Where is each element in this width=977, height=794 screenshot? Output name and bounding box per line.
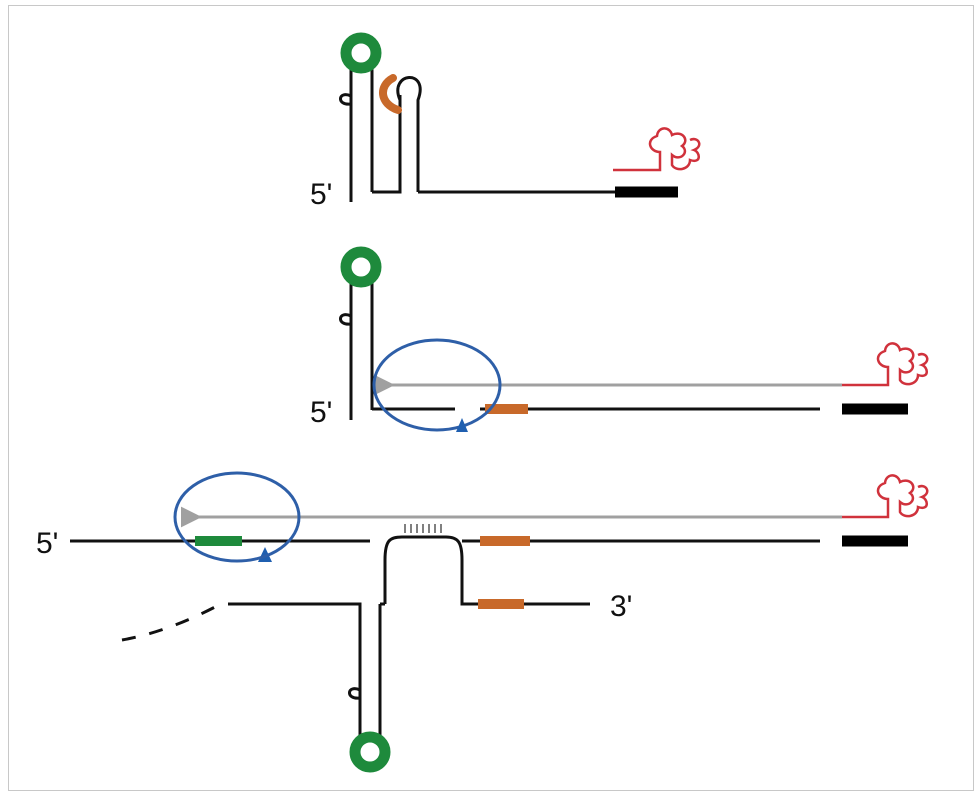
- cut-site-marker: [456, 418, 468, 432]
- five-prime-label: 5': [36, 527, 58, 560]
- lower-strand: [383, 535, 590, 606]
- panel-1: 5': [310, 32, 701, 211]
- hairpin-stem-right: [396, 76, 422, 192]
- blue-highlight-circle: [372, 338, 502, 432]
- green-loop: [340, 246, 382, 288]
- blue-highlight-circle: [173, 471, 301, 563]
- trna-cloverleaf-icon: [842, 342, 929, 387]
- green-loop: [340, 32, 382, 74]
- trna-cloverleaf-icon: [613, 127, 701, 172]
- three-prime-label: 3': [610, 590, 632, 623]
- trna-cloverleaf-icon: [842, 474, 929, 519]
- figure-frame: [8, 5, 974, 791]
- green-loop: [349, 731, 391, 773]
- stem-bulge: [339, 313, 352, 326]
- five-prime-label: 5': [310, 396, 332, 429]
- stem-bulge: [348, 687, 361, 700]
- base-pairing-ticks: [404, 524, 442, 533]
- lower-strand-left: [228, 602, 385, 742]
- hairpin-stem: [349, 282, 374, 420]
- orange-site-arc: [379, 74, 402, 114]
- five-prime-label: 5': [310, 178, 332, 211]
- dashed-continuation: [121, 605, 216, 642]
- panel-2: 5': [310, 246, 929, 432]
- stem-bulge: [339, 93, 352, 106]
- stem-connector: [372, 95, 402, 194]
- panel-3: 5' 3': [36, 471, 929, 773]
- hairpin-stem-left: [349, 60, 374, 202]
